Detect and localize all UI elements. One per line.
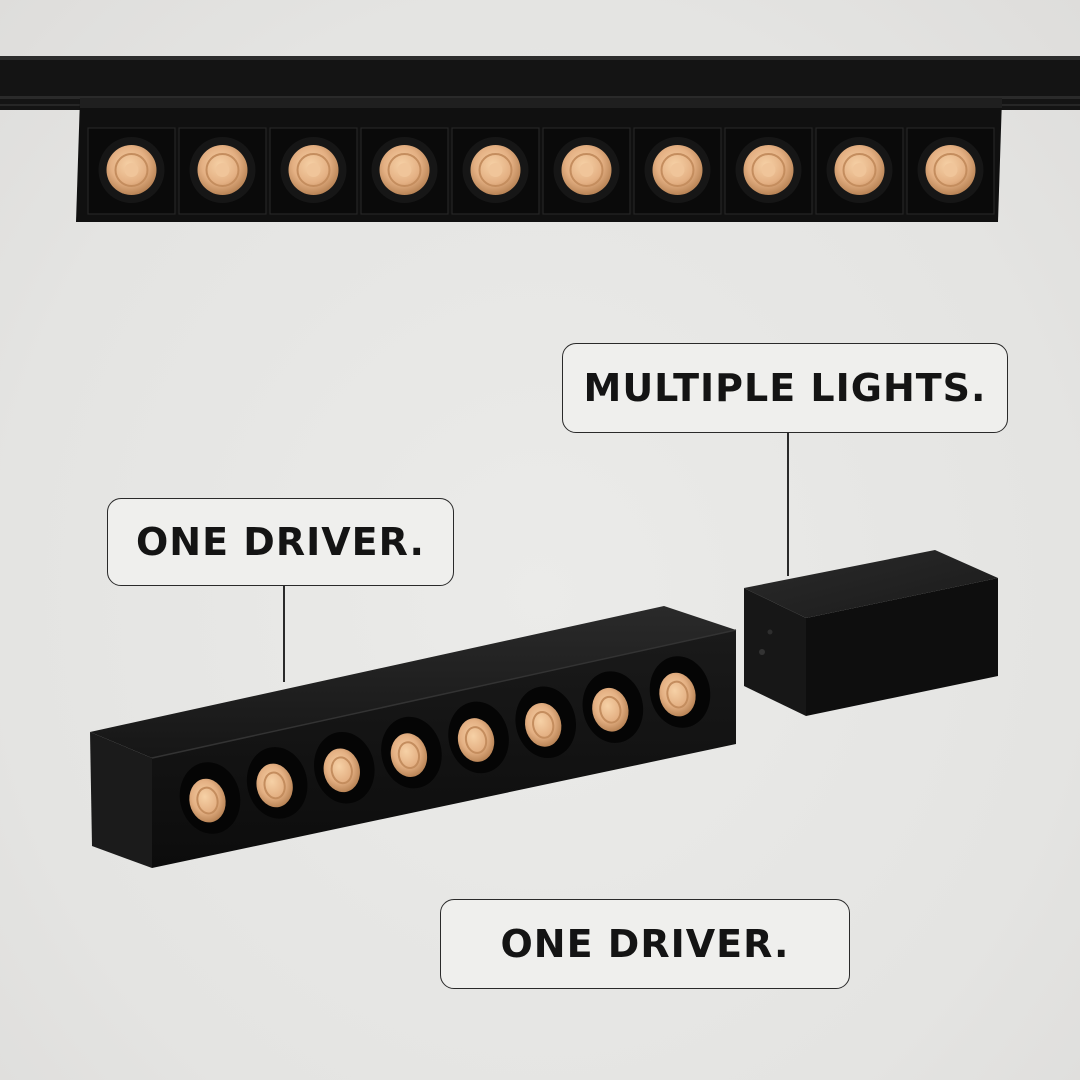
bar-light-lens xyxy=(649,656,711,728)
top-light-cell xyxy=(724,127,813,215)
top-light-cell xyxy=(87,127,176,215)
top-light-cell xyxy=(815,127,904,215)
bar-light-lens xyxy=(246,747,308,819)
label-one-driver-top: ONE DRIVER. xyxy=(107,498,454,586)
top-light-cell xyxy=(178,127,267,215)
bar-light-lens xyxy=(448,701,509,774)
top-light-cell xyxy=(269,127,358,215)
top-light-cell xyxy=(633,127,722,215)
leader-line-one-driver xyxy=(283,586,285,682)
top-linear-light xyxy=(76,98,1002,222)
bar-light-lenses xyxy=(179,656,711,834)
top-light-cells xyxy=(87,127,995,215)
top-light-cell xyxy=(542,127,631,215)
top-light-cell xyxy=(451,127,540,215)
bar-light-lens xyxy=(515,686,576,759)
bar-light-lens xyxy=(314,731,375,804)
bar-light-lens xyxy=(582,671,644,743)
bar-light-lens xyxy=(179,762,241,834)
label-multiple-lights: MULTIPLE LIGHTS. xyxy=(562,343,1008,433)
top-light-cell xyxy=(360,127,449,215)
leader-line-multiple-lights xyxy=(787,433,789,576)
top-light-cell xyxy=(906,127,995,215)
driver-box xyxy=(744,550,998,716)
bar-light-lens xyxy=(381,716,442,789)
label-one-driver-bottom: ONE DRIVER. xyxy=(440,899,850,989)
bar-light xyxy=(90,606,737,868)
